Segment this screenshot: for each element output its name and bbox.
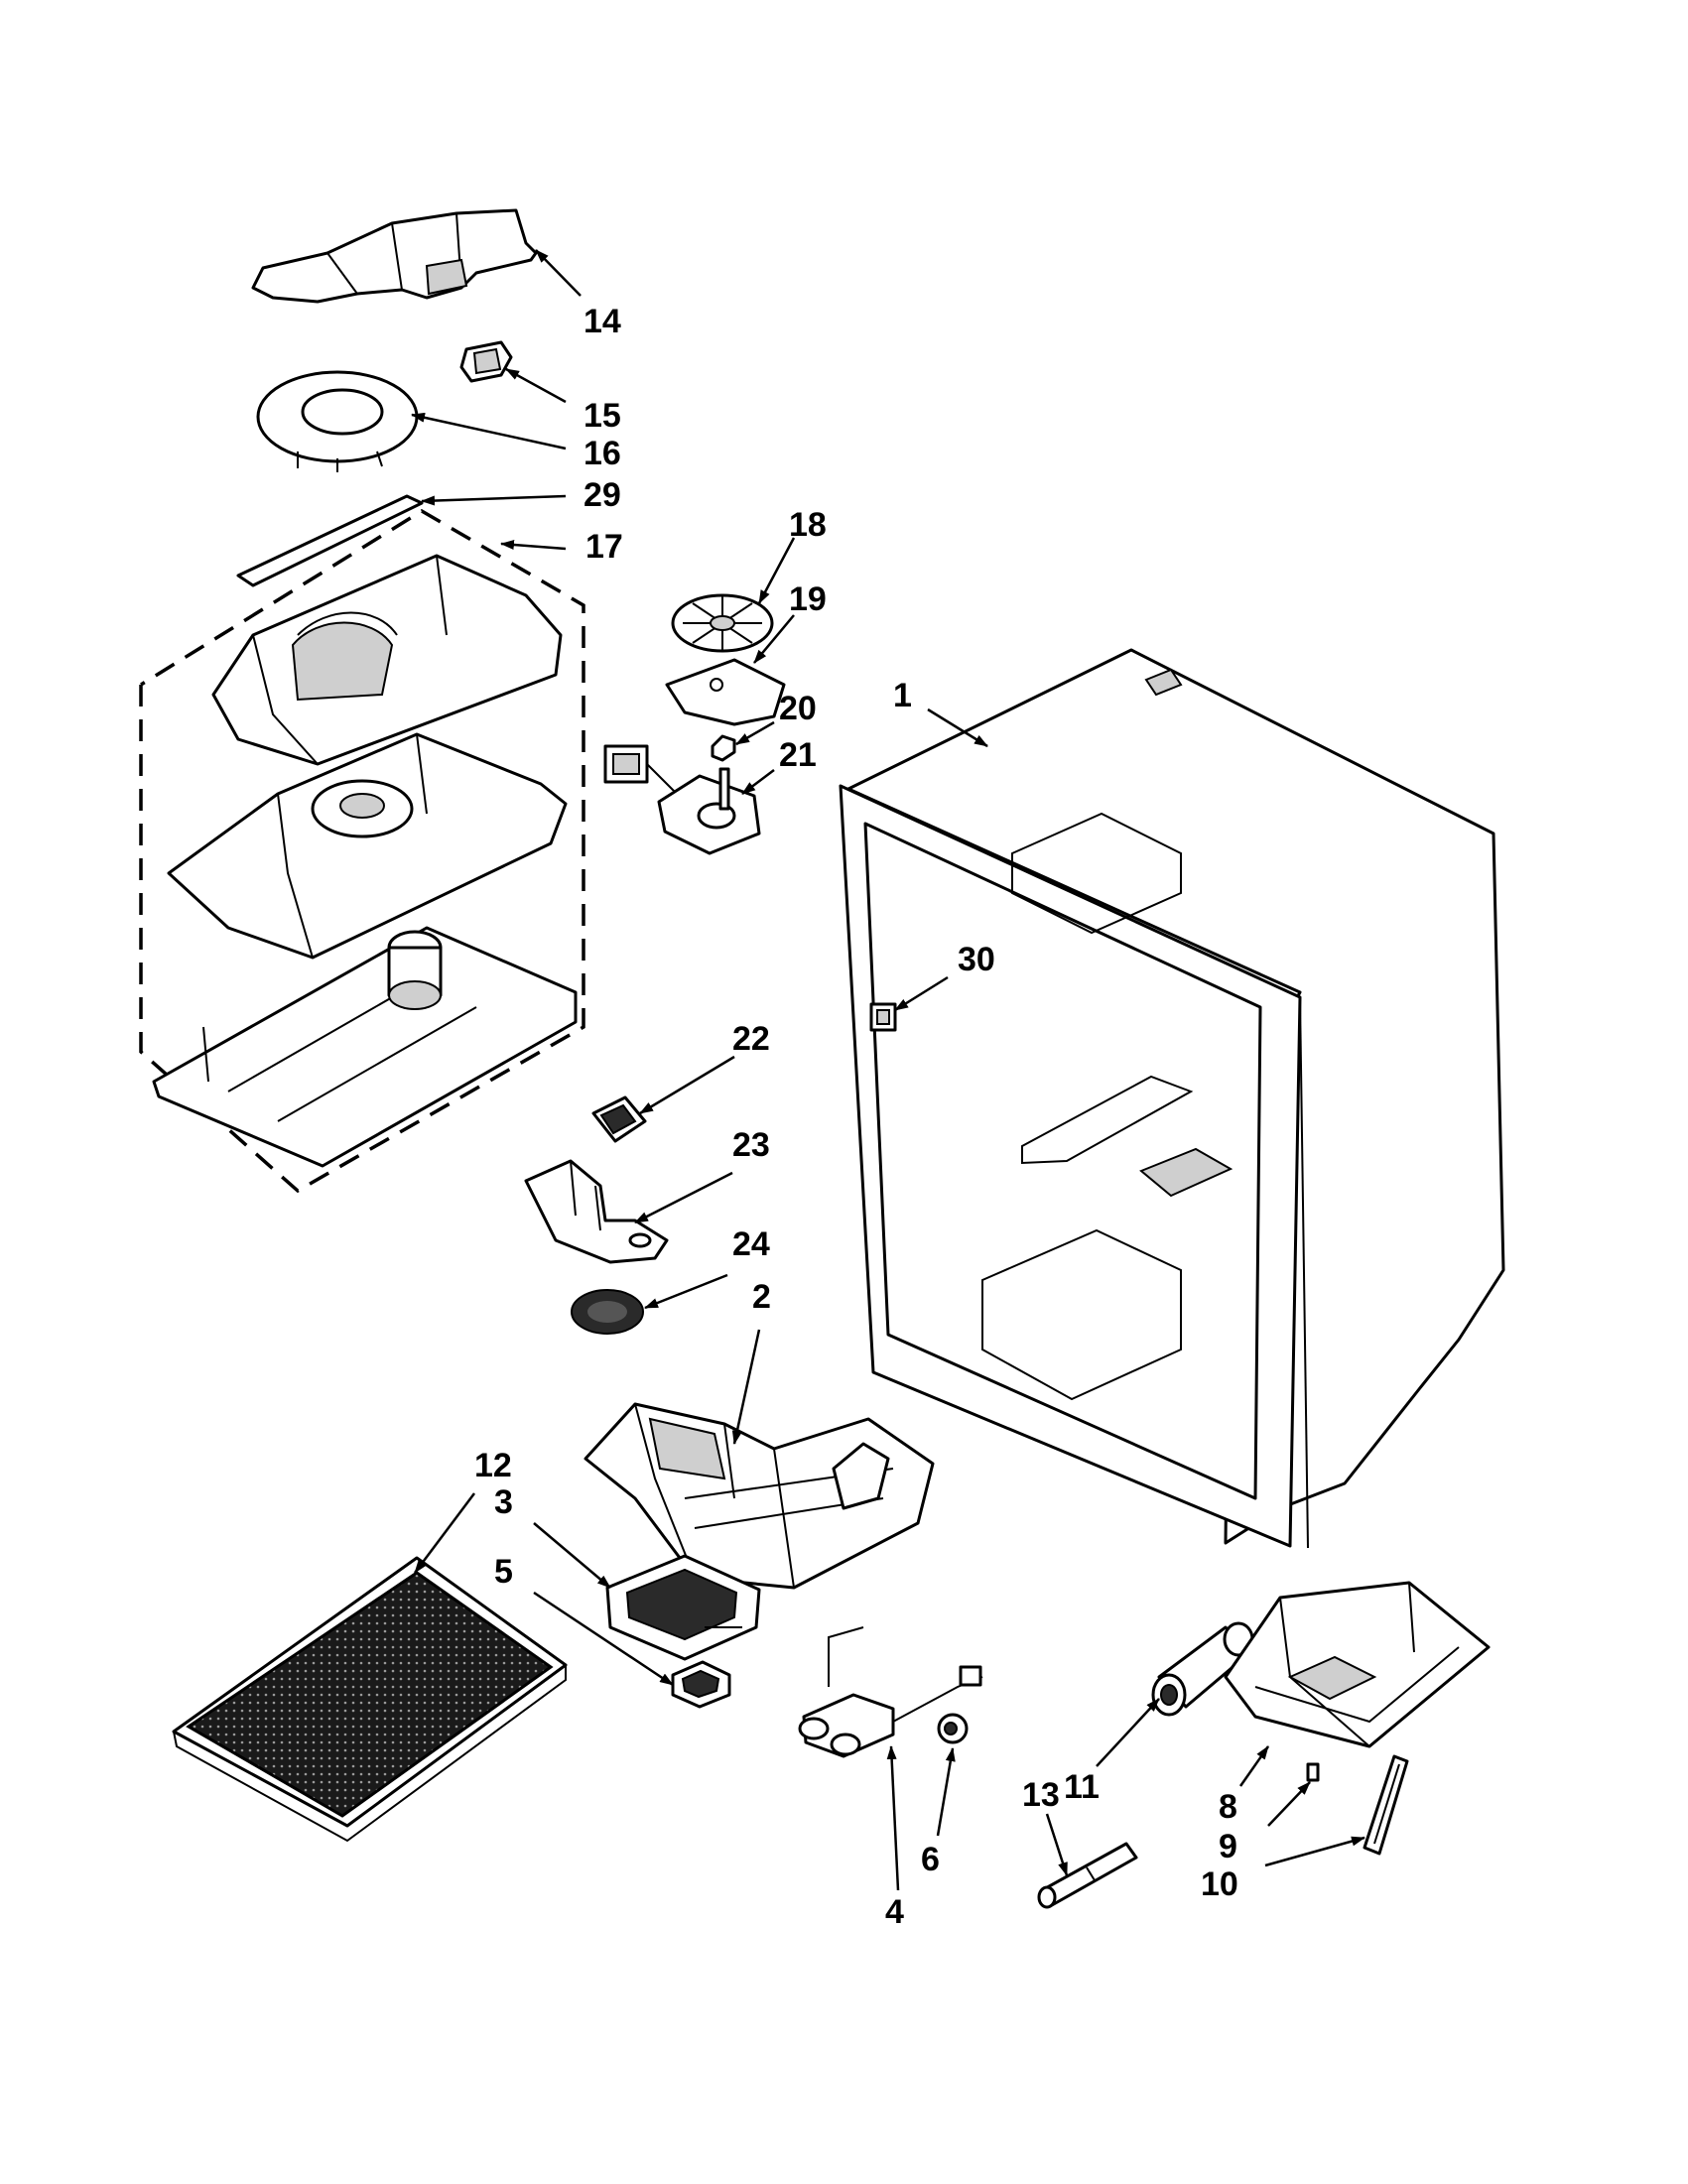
part-13-plug	[1037, 1842, 1138, 1909]
leader-5	[533, 1591, 674, 1687]
leader-14	[535, 249, 582, 297]
callout-4: 4	[885, 1893, 904, 1931]
part-17-middle-cover	[167, 732, 568, 960]
callout-3: 3	[494, 1483, 513, 1521]
part-18-fan-blade	[671, 593, 774, 653]
callout-23: 23	[732, 1126, 770, 1164]
part-24-gasket	[571, 1289, 644, 1335]
part-5-valve	[671, 1660, 731, 1709]
leader-3	[533, 1522, 611, 1589]
leader-22	[639, 1055, 735, 1115]
callout-10: 10	[1201, 1865, 1238, 1903]
part-17-lower-tray	[152, 926, 578, 1168]
leader-29	[421, 494, 567, 506]
callout-29: 29	[584, 476, 621, 514]
leader-10	[1264, 1836, 1365, 1867]
part-21-fan-motor	[603, 744, 761, 855]
part-16-shroud	[256, 370, 419, 472]
part-11-filter	[1151, 1621, 1254, 1717]
part-19-motor-plate	[665, 658, 786, 726]
leader-8	[1238, 1745, 1270, 1787]
callout-16: 16	[584, 435, 621, 472]
leader-20	[735, 720, 775, 746]
part-10-bar	[1363, 1754, 1409, 1856]
leader-6	[936, 1747, 956, 1837]
part-1-liner	[839, 648, 1505, 1549]
part-30-clip	[869, 1002, 897, 1032]
part-14-cover	[251, 208, 538, 304]
callout-22: 22	[732, 1020, 770, 1058]
leader-15	[505, 367, 567, 404]
callout-6: 6	[921, 1841, 940, 1878]
leader-16	[411, 412, 567, 450]
leader-19	[753, 614, 795, 664]
leader-21	[741, 769, 775, 795]
leader-1	[927, 707, 988, 748]
callout-9: 9	[1219, 1828, 1237, 1865]
leader-lines	[411, 249, 1365, 1891]
part-8-housing	[1224, 1581, 1491, 1748]
callout-20: 20	[779, 690, 817, 727]
callout-1: 1	[893, 677, 912, 714]
callout-30: 30	[958, 941, 995, 978]
part-2-assembly	[584, 1402, 935, 1590]
leader-30	[894, 975, 949, 1012]
part-9-clip	[1306, 1762, 1320, 1782]
leader-11	[1096, 1698, 1160, 1767]
callout-5: 5	[494, 1553, 513, 1591]
callout-15: 15	[584, 397, 621, 435]
part-3-board	[605, 1554, 761, 1661]
callout-18: 18	[789, 506, 827, 544]
callout-12: 12	[474, 1447, 512, 1484]
leader-9	[1267, 1781, 1311, 1827]
callout-14: 14	[584, 303, 621, 340]
callout-2: 2	[752, 1278, 771, 1316]
callout-13: 13	[1022, 1776, 1060, 1814]
callout-21: 21	[779, 736, 817, 774]
callout-17: 17	[585, 528, 623, 566]
part-23-housing	[524, 1159, 669, 1264]
leader-13	[1045, 1813, 1069, 1876]
part-29-seal-strip	[236, 494, 424, 587]
part-6-thermistor	[937, 1713, 969, 1744]
leader-4	[886, 1745, 900, 1891]
leader-2	[731, 1329, 761, 1445]
callout-11: 11	[1064, 1768, 1100, 1806]
callout-labels: 14 15 16 29 17 18 19 20 21 1 30 22 23 24…	[474, 303, 1238, 1931]
leader-12	[414, 1492, 475, 1574]
part-12-panel	[172, 1556, 568, 1843]
leader-18	[757, 537, 796, 604]
part-15-housing	[459, 340, 513, 383]
leader-17	[500, 540, 567, 551]
callout-24: 24	[732, 1225, 770, 1263]
part-22-bracket	[591, 1095, 647, 1143]
part-4-harness	[798, 1626, 983, 1758]
callout-19: 19	[789, 580, 827, 618]
part-17-upper-cover	[211, 554, 563, 766]
leader-23	[634, 1171, 733, 1224]
part-20-nut	[711, 734, 736, 762]
leader-24	[644, 1273, 728, 1310]
part-17-assembly-outline	[139, 508, 585, 1194]
callout-8: 8	[1219, 1788, 1237, 1826]
